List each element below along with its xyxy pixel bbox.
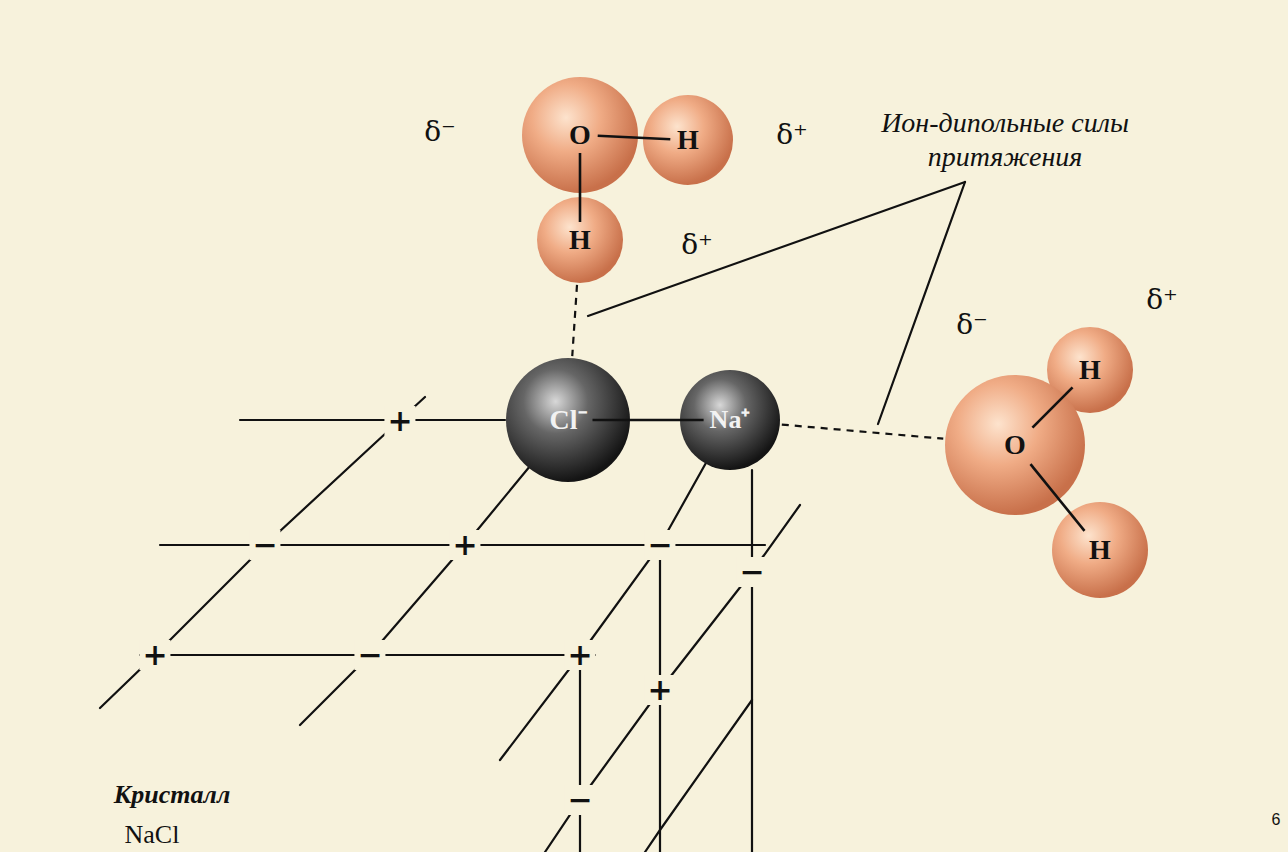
atom-symbol: H: [677, 126, 699, 154]
lattice-charge: +: [564, 640, 595, 670]
partial-charge: δ⁺: [1146, 286, 1178, 314]
lattice-charge: +: [384, 406, 415, 436]
atom-symbol: H: [1079, 356, 1101, 384]
partial-charge: δ⁻: [956, 311, 988, 339]
atom-symbol: H: [1089, 536, 1111, 564]
chloride-ion: Cl⁻: [506, 358, 630, 482]
ion-dipole-bond: [572, 285, 577, 356]
oxygen-atom: O: [945, 375, 1085, 515]
lattice-charge: −: [736, 557, 767, 587]
hydrogen-atom: H: [537, 197, 623, 283]
ion-dipole-bond: [782, 425, 943, 439]
partial-charge: δ⁺: [776, 121, 808, 149]
partial-charge: δ⁺: [681, 231, 713, 259]
lattice-charge: +: [449, 530, 480, 560]
oxygen-atom: O: [522, 77, 638, 193]
page-number: 6: [1272, 812, 1281, 828]
atom-symbol: H: [569, 226, 591, 254]
lattice-charge: +: [644, 675, 675, 705]
hydrogen-atom: H: [1052, 502, 1148, 598]
crystal-label: Кристалл: [114, 782, 231, 808]
lattice-charge: −: [354, 640, 385, 670]
lattice-charge: −: [644, 530, 675, 560]
lattice-charge: −: [249, 530, 280, 560]
atom-symbol: O: [1004, 431, 1026, 459]
hydrogen-atom: H: [1047, 327, 1133, 413]
atom-symbol: O: [569, 121, 591, 149]
sodium-ion: Na⁺: [680, 370, 780, 470]
callout-label: Ион-дипольные силы притяжения: [870, 106, 1140, 174]
lattice-charge: −: [564, 785, 595, 815]
lattice-charge: +: [139, 640, 170, 670]
hydrogen-atom: H: [643, 95, 733, 185]
atom-symbol: Cl⁻: [550, 406, 587, 434]
atom-symbol: Na⁺: [710, 407, 751, 433]
formula-label: NaCl: [125, 822, 180, 848]
partial-charge: δ⁻: [424, 118, 456, 146]
